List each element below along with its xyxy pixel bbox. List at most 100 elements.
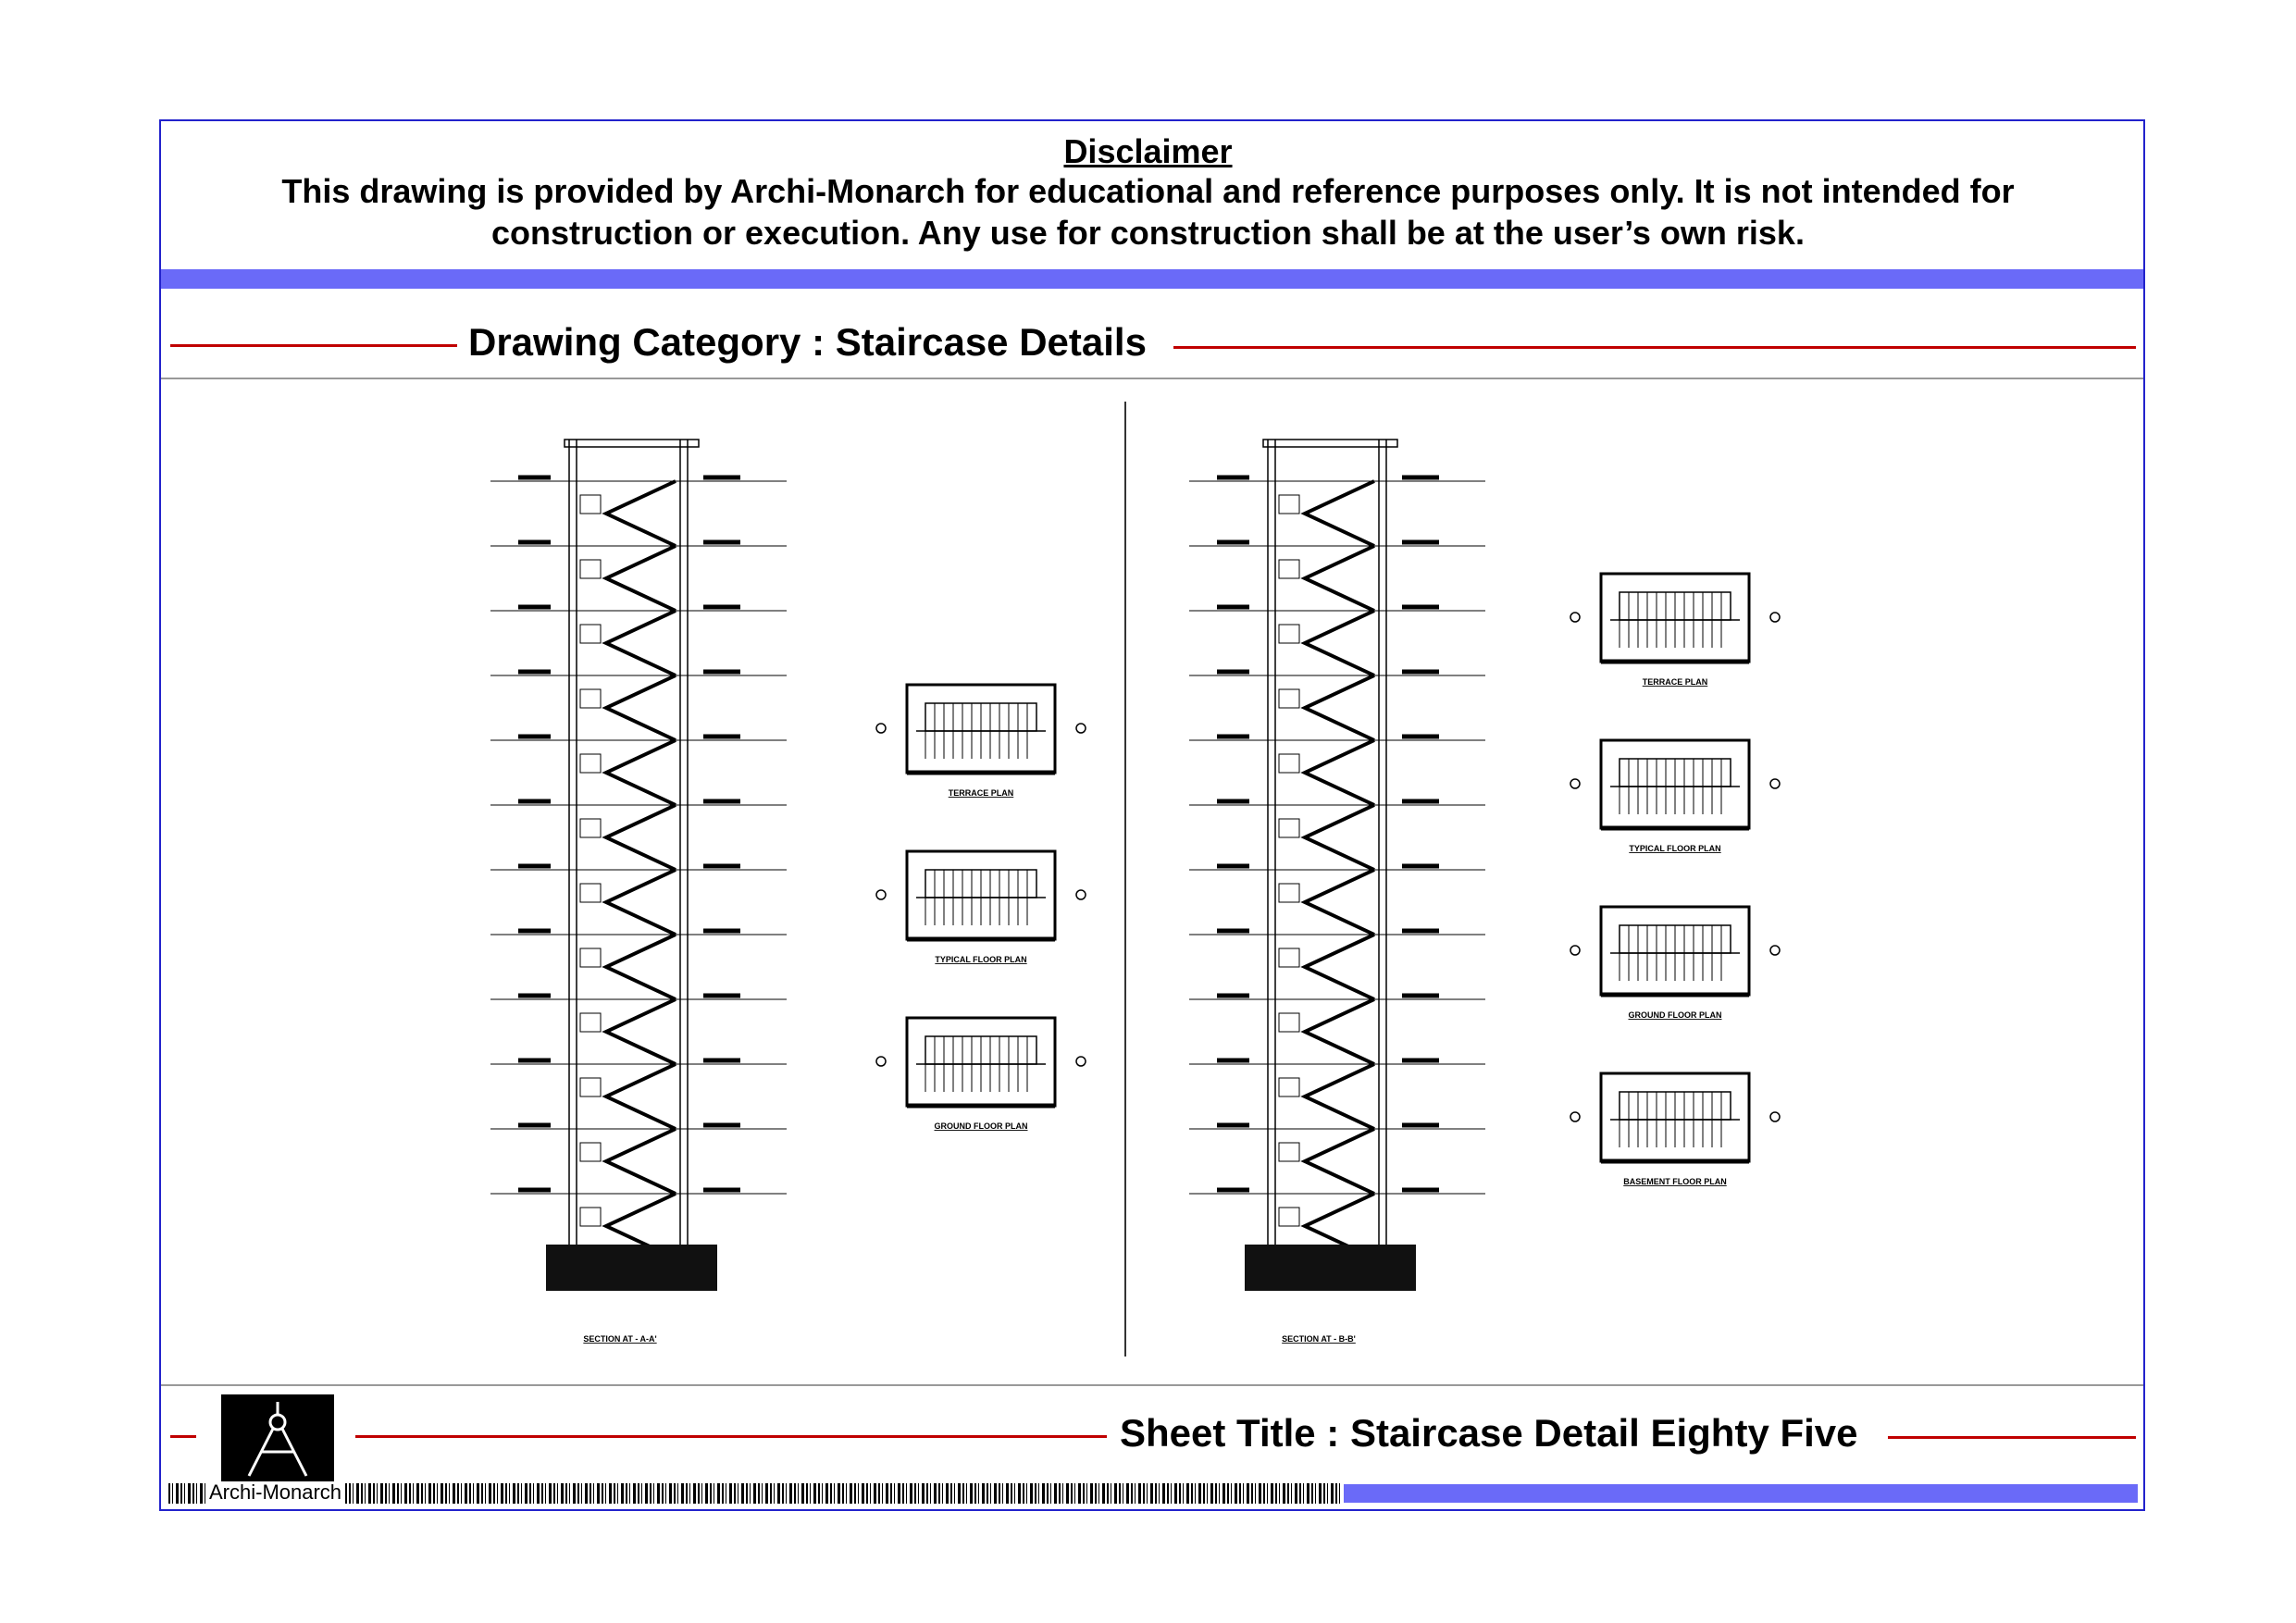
- section-lines: [1189, 439, 1485, 1268]
- sheet-title: Sheet Title : Staircase Detail Eighty Fi…: [1120, 1411, 1858, 1455]
- window-mark: [579, 948, 602, 968]
- foundation: [1245, 1245, 1416, 1291]
- compass-icon: [247, 1402, 308, 1477]
- archi-monarch-logo: [221, 1394, 334, 1483]
- plan-caption: GROUND FLOOR PLAN: [935, 1121, 1028, 1131]
- section-drawing-a: SECTION AT - A-A': [490, 439, 787, 1344]
- window-mark: [1278, 753, 1300, 774]
- window-mark: [579, 883, 602, 903]
- window-mark: [1278, 688, 1300, 709]
- plan-caption: BASEMENT FLOOR PLAN: [1623, 1177, 1727, 1186]
- section-caption: SECTION AT - B-B': [1282, 1334, 1356, 1344]
- window-mark: [579, 1207, 602, 1227]
- footer-rule-right: [1888, 1436, 2136, 1439]
- drawing-divider: [1124, 402, 1126, 1357]
- stair-flight: [602, 609, 676, 677]
- footer-rule-short: [170, 1435, 196, 1438]
- section-drawing-b: SECTION AT - B-B': [1189, 439, 1485, 1344]
- plan-caption: TYPICAL FLOOR PLAN: [935, 955, 1026, 964]
- stair-flight: [1300, 1127, 1375, 1196]
- grid-bubble: [1075, 1056, 1086, 1067]
- plan-caption: GROUND FLOOR PLAN: [1629, 1010, 1722, 1020]
- plan: [875, 849, 1086, 942]
- foundation: [546, 1245, 717, 1291]
- category-rule-right: [1173, 346, 2136, 349]
- window-mark: [579, 688, 602, 709]
- plan: [1570, 572, 1781, 664]
- stair-flight: [1300, 544, 1375, 613]
- stair-flight: [1300, 674, 1375, 742]
- sheet-frame: [159, 119, 2145, 1511]
- stair-flight: [602, 674, 676, 742]
- disclaimer-title: Disclaimer: [1063, 132, 1233, 170]
- window-mark: [1278, 1012, 1300, 1033]
- disclaimer-text: This drawing is provided by Archi-Monarc…: [281, 172, 2015, 252]
- grid-bubble: [875, 889, 887, 900]
- window-mark: [579, 1012, 602, 1033]
- grid-bubble: [1570, 945, 1581, 956]
- grid-bubble: [1075, 723, 1086, 734]
- grid-bubble: [1570, 612, 1581, 623]
- window-mark: [1278, 948, 1300, 968]
- section-caption: SECTION AT - A-A': [583, 1334, 656, 1344]
- plan: [1570, 738, 1781, 831]
- footer-band: [1344, 1484, 2138, 1503]
- roof-slab: [564, 439, 700, 448]
- window-mark: [579, 624, 602, 644]
- plan: [875, 1016, 1086, 1109]
- grid-bubble: [1769, 778, 1781, 789]
- window-mark: [1278, 624, 1300, 644]
- stair-flight: [1300, 479, 1375, 548]
- stair-flight: [602, 738, 676, 807]
- stair-flight: [602, 997, 676, 1066]
- plan: [1570, 1072, 1781, 1164]
- grid-bubble: [1570, 778, 1581, 789]
- barcode-strip: [168, 1483, 1342, 1504]
- plan-drawings-left: TERRACE PLAN TYPICAL FLOOR PLAN GROUND FLO…: [875, 683, 1086, 1131]
- stair-flight: [1300, 803, 1375, 872]
- plan: [1570, 905, 1781, 997]
- stair-flight: [1300, 738, 1375, 807]
- window-mark: [1278, 1142, 1300, 1162]
- stair-flight: [602, 803, 676, 872]
- window-mark: [579, 818, 602, 838]
- footer-divider: [161, 1384, 2143, 1386]
- grid-bubble: [875, 723, 887, 734]
- window-mark: [1278, 883, 1300, 903]
- window-mark: [579, 1077, 602, 1097]
- window-mark: [579, 753, 602, 774]
- grid-bubble: [1075, 889, 1086, 900]
- window-mark: [579, 1142, 602, 1162]
- grid-bubble: [1769, 945, 1781, 956]
- window-mark: [579, 559, 602, 579]
- section-lines: [490, 439, 787, 1268]
- footer-rule-mid: [355, 1435, 1107, 1438]
- window-mark: [1278, 559, 1300, 579]
- stair-flight: [1300, 609, 1375, 677]
- window-mark: [579, 494, 602, 514]
- grid-bubble: [1570, 1111, 1581, 1122]
- stair-flight: [1300, 997, 1375, 1066]
- grid-bubble: [1769, 1111, 1781, 1122]
- window-mark: [1278, 818, 1300, 838]
- grid-bubble: [1769, 612, 1781, 623]
- stair-flight: [602, 1127, 676, 1196]
- header-band: [161, 269, 2143, 289]
- plan: [875, 683, 1086, 775]
- stair-flight: [602, 1062, 676, 1131]
- plan-caption: TYPICAL FLOOR PLAN: [1629, 844, 1720, 853]
- plan-caption: TERRACE PLAN: [949, 788, 1014, 798]
- window-mark: [1278, 1077, 1300, 1097]
- stair-flight: [602, 544, 676, 613]
- stair-flight: [602, 933, 676, 1001]
- stair-flight: [1300, 1062, 1375, 1131]
- grid-bubble: [875, 1056, 887, 1067]
- brand-name: Archi-Monarch: [205, 1481, 346, 1504]
- window-mark: [1278, 494, 1300, 514]
- stair-flight: [1300, 933, 1375, 1001]
- header-divider: [161, 378, 2143, 379]
- plan-caption: TERRACE PLAN: [1643, 677, 1708, 687]
- stair-flight: [602, 868, 676, 936]
- stair-flight: [602, 479, 676, 548]
- stair-flight: [1300, 868, 1375, 936]
